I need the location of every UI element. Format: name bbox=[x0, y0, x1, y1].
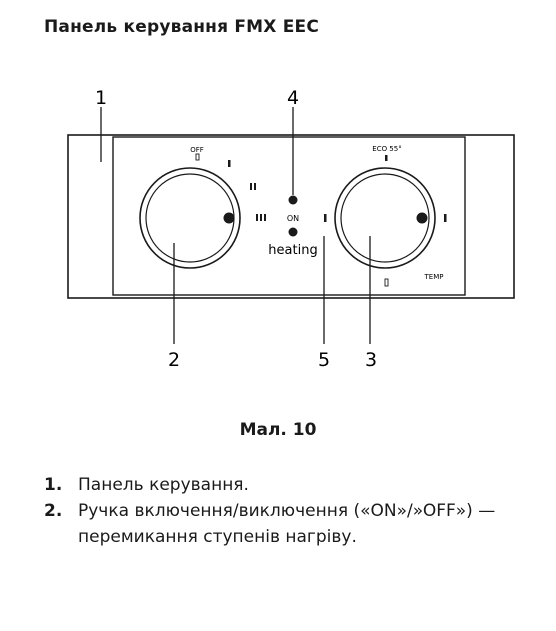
on-label: ON bbox=[287, 214, 299, 223]
heating-label: heating bbox=[268, 243, 317, 258]
page-title: Панель керування FMX EEC bbox=[44, 17, 320, 37]
temperature-knob-pointer bbox=[416, 212, 428, 224]
eco-label: ECO 55° bbox=[372, 145, 401, 153]
callout-3: 3 bbox=[365, 349, 377, 371]
step-1-mark bbox=[228, 160, 231, 167]
panel-inner-frame bbox=[112, 136, 466, 296]
panel-outer-frame bbox=[67, 134, 515, 299]
power-knob bbox=[139, 167, 241, 269]
legend-number: 1. bbox=[44, 475, 63, 495]
figure-caption: Мал. 10 bbox=[239, 420, 317, 440]
temp-min-mark bbox=[384, 278, 389, 287]
legend-number: 2. bbox=[44, 501, 63, 521]
temp-right-mark bbox=[444, 214, 447, 222]
eco-mark bbox=[385, 155, 388, 161]
off-mark bbox=[195, 153, 200, 161]
legend-item: 2. Ручка включення/виключення («ON»/»OFF… bbox=[44, 498, 534, 550]
temp-left-mark bbox=[324, 214, 327, 222]
off-label: OFF bbox=[190, 146, 204, 154]
temp-label: TEMP bbox=[424, 273, 444, 281]
legend: 1. Панель керування. 2. Ручка включення/… bbox=[44, 472, 534, 550]
heating-indicator-dot bbox=[288, 227, 298, 237]
control-panel-diagram: OFF ON heating ECO 55° TEMP 1 4 2 5 3 bbox=[67, 87, 515, 371]
temperature-knob bbox=[334, 167, 436, 269]
callout-2: 2 bbox=[168, 349, 180, 371]
callout-5: 5 bbox=[318, 349, 330, 371]
callout-1: 1 bbox=[95, 87, 107, 109]
step-2-mark bbox=[250, 183, 256, 190]
legend-text: Ручка включення/виключення («ON»/»OFF») … bbox=[78, 501, 496, 547]
legend-text: Панель керування. bbox=[78, 475, 249, 495]
on-indicator-dot bbox=[288, 195, 298, 205]
callout-4: 4 bbox=[287, 87, 299, 109]
step-3-mark bbox=[256, 214, 266, 221]
power-knob-pointer bbox=[223, 212, 235, 224]
legend-item: 1. Панель керування. bbox=[44, 472, 534, 498]
